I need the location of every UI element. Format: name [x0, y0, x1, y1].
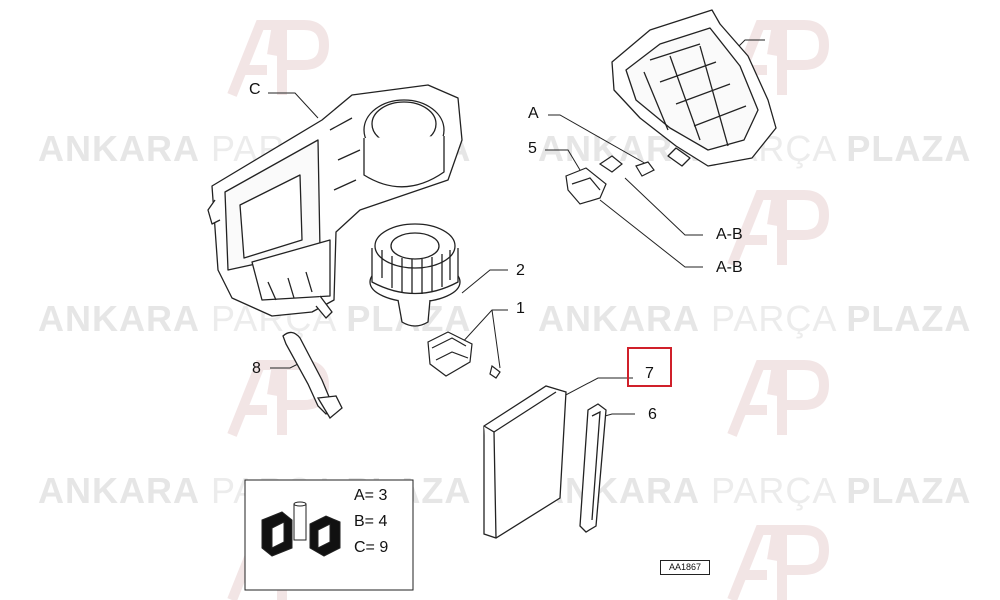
- leader-5: [545, 149, 581, 171]
- callout-8: 8: [252, 360, 261, 377]
- fiat-parts-box-icon: [261, 501, 341, 557]
- blower-motor-part: [369, 223, 461, 327]
- leader-1a: [459, 309, 508, 346]
- callout-5: 5: [528, 140, 537, 157]
- watermark-text: ANKARA PARÇA PLAZA: [538, 298, 972, 339]
- leader-7: [559, 377, 633, 399]
- callout-6: 6: [648, 406, 657, 423]
- watermark-text: ANKARA PARÇA PLAZA: [538, 470, 972, 511]
- highlight-box-part-7: [627, 347, 672, 387]
- filter-frame-part: [579, 403, 607, 533]
- callout-a: A: [528, 105, 539, 122]
- callout-ab-2: A-B: [716, 259, 743, 276]
- leader-a: [548, 114, 649, 166]
- callout-c: C: [249, 81, 261, 98]
- cabin-filter-part: [483, 385, 567, 539]
- callout-7: 7: [645, 365, 654, 382]
- leader-ab2: [599, 199, 703, 268]
- distribution-housing-part: [611, 9, 777, 167]
- leader-c: [268, 92, 319, 119]
- callout-2: 2: [516, 262, 525, 279]
- leader-ab1: [624, 177, 703, 236]
- callout-ab-1: A-B: [716, 226, 743, 243]
- drain-hose-part: [282, 331, 343, 419]
- leader-2: [461, 269, 508, 294]
- leader-lines: [268, 39, 765, 419]
- reference-code: AA1867: [660, 560, 710, 575]
- legend-a: A= 3: [354, 487, 388, 504]
- clip-parts: [565, 155, 655, 205]
- leader-1b: [491, 309, 501, 369]
- legend-b: B= 4: [354, 513, 388, 530]
- legend-c: C= 9: [354, 539, 389, 556]
- heater-housing-part: [207, 84, 463, 319]
- legend-box: [244, 479, 414, 591]
- callout-1: 1: [516, 300, 525, 317]
- blower-resistor-part: [427, 331, 501, 379]
